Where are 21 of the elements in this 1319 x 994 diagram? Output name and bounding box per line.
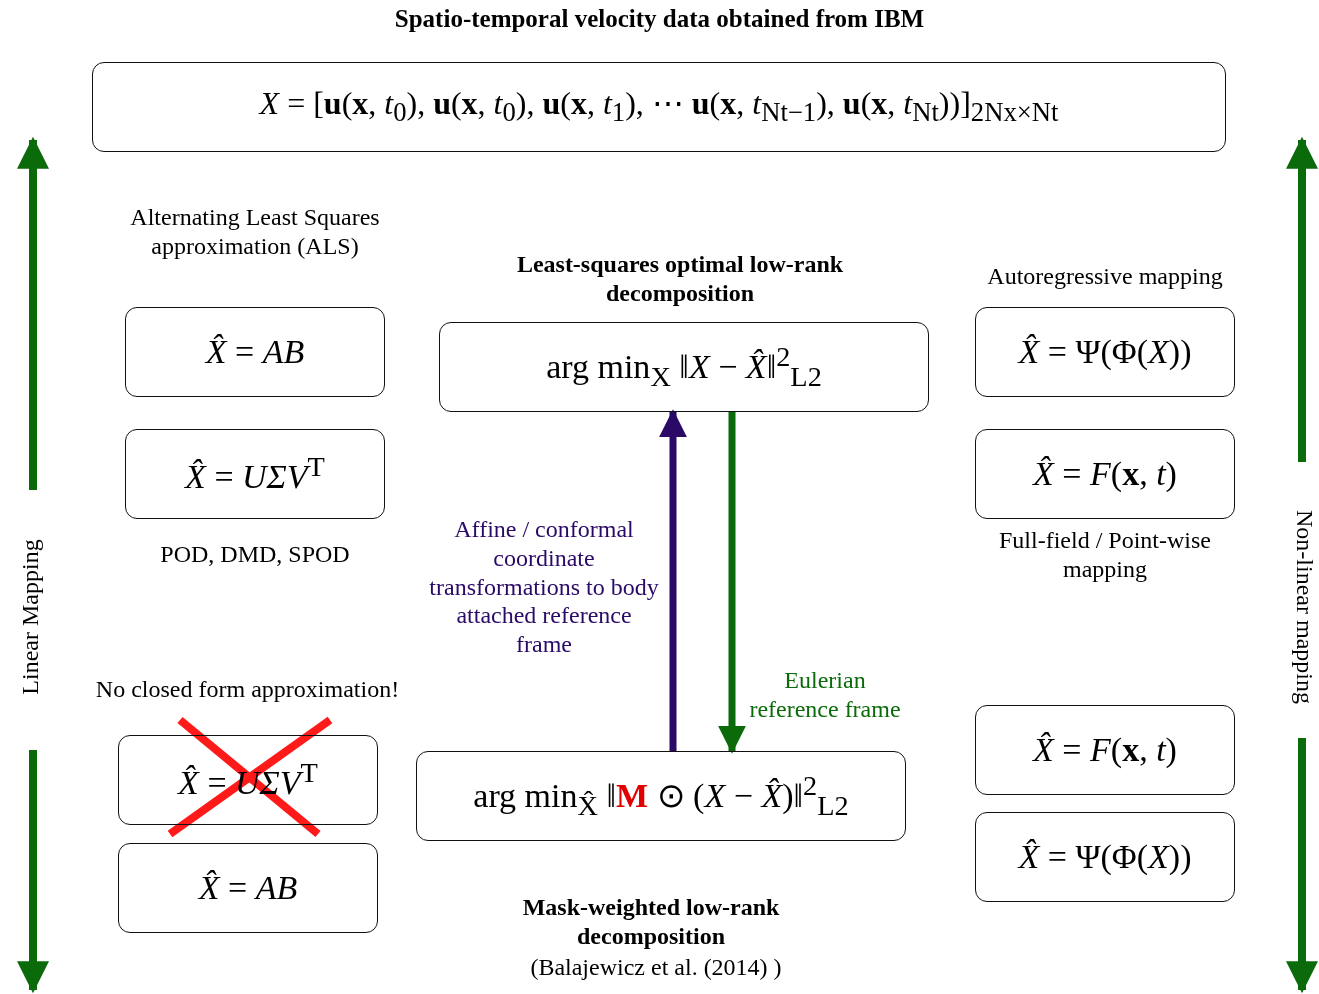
formula: X = [u(x, t$_{0}$), u(x, t$_{0}$), u(x, t$_{1}$), ⋯ u(x, t$_{Nt−1}$), u(x, t$_{Nt}$))]$_{2Nx×Nt}$ [259,87,1059,127]
edge-label: Affine / conformal coordinate transformations to body attached reference frame [428,515,660,660]
formula: X̂ = AB [198,871,298,905]
heading: Mask-weighted low-rank decomposition [521,893,781,951]
formula: X̂ = UΣV$^{T}$ [185,453,325,495]
formula: X̂ = AB [205,335,305,369]
heading: No closed form approximation! [94,675,401,704]
heading: Autoregressive mapping [986,262,1224,291]
title: Spatio-temporal velocity data obtained from IBM [393,4,926,34]
heading: (Balajewicz et al. (2014) ) [529,953,783,982]
heading: Least-squares optimal low-rank decomposition [515,250,845,308]
formula: X̂ = F(x, t) [1033,457,1177,491]
heading: Alternating Least Squares approximation (ALS) [129,203,381,261]
formula: X̂ = Ψ(Φ(X)) [1018,335,1192,369]
edge-label: Eulerian reference frame [748,666,902,724]
formula: X̂ = Ψ(Φ(X)) [1018,840,1192,874]
axis-label: Linear Mapping [16,538,44,697]
node-label: POD, DMD, SPOD [159,540,351,569]
formula: X̂ = F(x, t) [1033,733,1177,767]
axis-label: Non-linear mapping [1291,509,1319,706]
node-label: Full-field / Point-wise mapping [998,526,1212,584]
